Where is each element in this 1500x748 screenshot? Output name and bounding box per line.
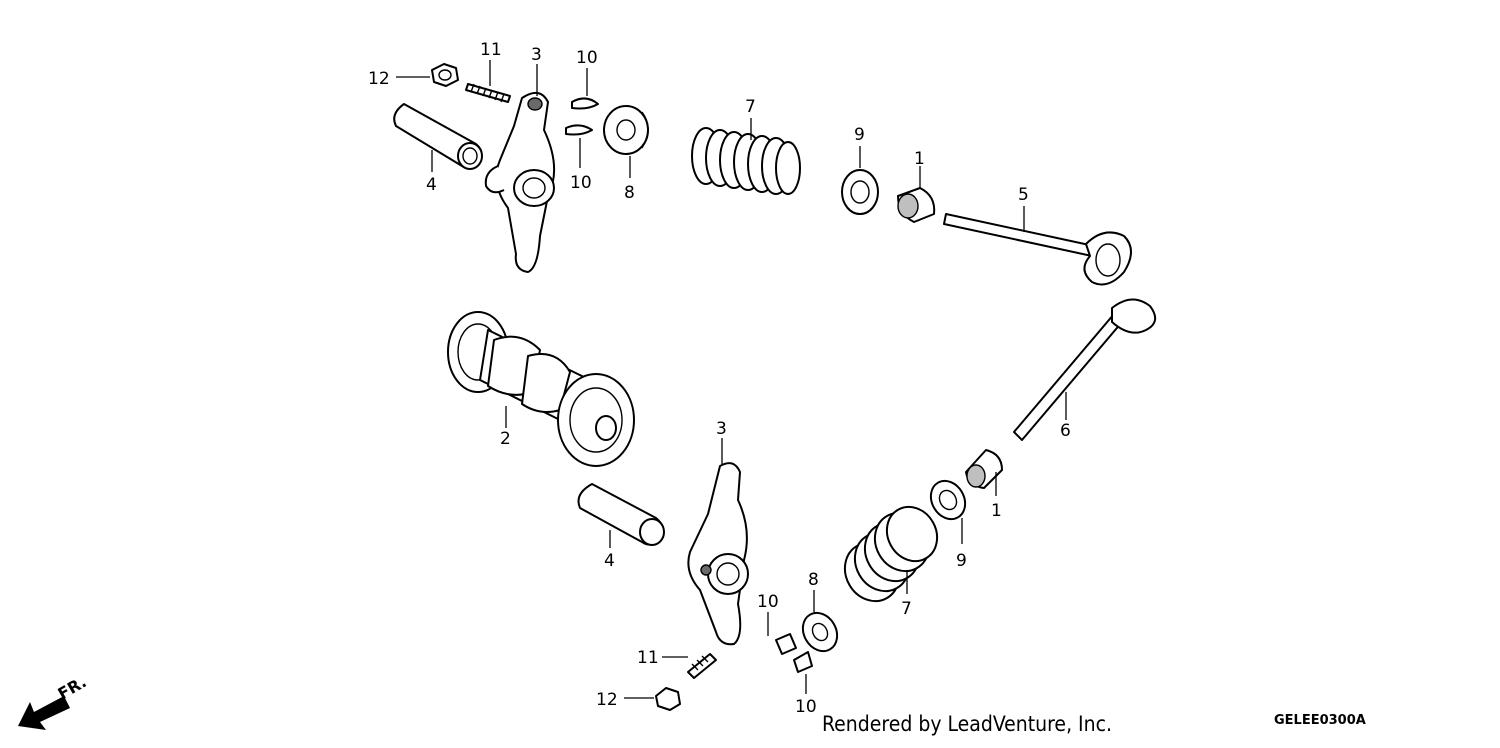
callout-3-top: 3 bbox=[531, 45, 542, 65]
callout-4-top: 4 bbox=[426, 175, 437, 195]
diagram-code: GELEE0300A bbox=[1274, 713, 1366, 728]
callout-12-bottom: 12 bbox=[596, 690, 618, 710]
adjust-screw-top bbox=[465, 83, 511, 103]
stem-seal-top bbox=[897, 187, 936, 223]
callout-4-bottom: 4 bbox=[604, 551, 615, 571]
rocker-shaft-bottom bbox=[577, 483, 665, 546]
callout-8-bottom: 8 bbox=[808, 570, 819, 590]
callout-11-bottom: 11 bbox=[637, 648, 659, 668]
intake-valve bbox=[943, 213, 1132, 286]
callout-10-top-b: 10 bbox=[570, 173, 592, 193]
callout-7-top: 7 bbox=[745, 97, 756, 117]
rocker-arm-top bbox=[484, 91, 556, 273]
callout-9-top: 9 bbox=[854, 125, 865, 145]
front-arrow-icon bbox=[18, 696, 70, 730]
valve-cotters-top bbox=[565, 97, 599, 136]
nut-part-bottom bbox=[655, 687, 681, 711]
callout-1-bottom: 1 bbox=[991, 501, 1002, 521]
camshaft-assembly bbox=[447, 311, 635, 467]
rocker-arm-bottom bbox=[687, 462, 749, 646]
callout-9-bottom: 9 bbox=[956, 551, 967, 571]
valve-spring-top bbox=[691, 127, 801, 195]
callout-7-bottom: 7 bbox=[901, 599, 912, 619]
callout-11-top: 11 bbox=[480, 40, 502, 60]
stem-seal-bottom bbox=[965, 449, 1003, 489]
valve-spring-bottom bbox=[843, 505, 939, 603]
spring-seat-top bbox=[841, 169, 879, 215]
callout-6: 6 bbox=[1060, 421, 1071, 441]
render-credit: Rendered by LeadVenture, Inc. bbox=[822, 712, 1112, 736]
spring-retainer-top bbox=[603, 105, 649, 155]
valve-cotters-bottom bbox=[775, 633, 813, 673]
callout-10-bottom-b: 10 bbox=[795, 697, 817, 717]
spring-retainer-bottom bbox=[801, 611, 839, 653]
callout-10-top-a: 10 bbox=[576, 48, 598, 68]
callout-8-top: 8 bbox=[624, 183, 635, 203]
callout-2: 2 bbox=[500, 429, 511, 449]
spring-seat-bottom bbox=[929, 479, 967, 521]
callout-5: 5 bbox=[1018, 185, 1029, 205]
rocker-shaft-top bbox=[393, 103, 483, 170]
callout-3-bottom: 3 bbox=[716, 419, 727, 439]
callout-12-top: 12 bbox=[368, 69, 390, 89]
nut-part-top bbox=[431, 63, 459, 87]
exhaust-valve bbox=[1013, 298, 1157, 441]
adjust-screw-bottom bbox=[687, 653, 717, 679]
callout-10-bottom-a: 10 bbox=[757, 592, 779, 612]
callout-1-top: 1 bbox=[914, 149, 925, 169]
